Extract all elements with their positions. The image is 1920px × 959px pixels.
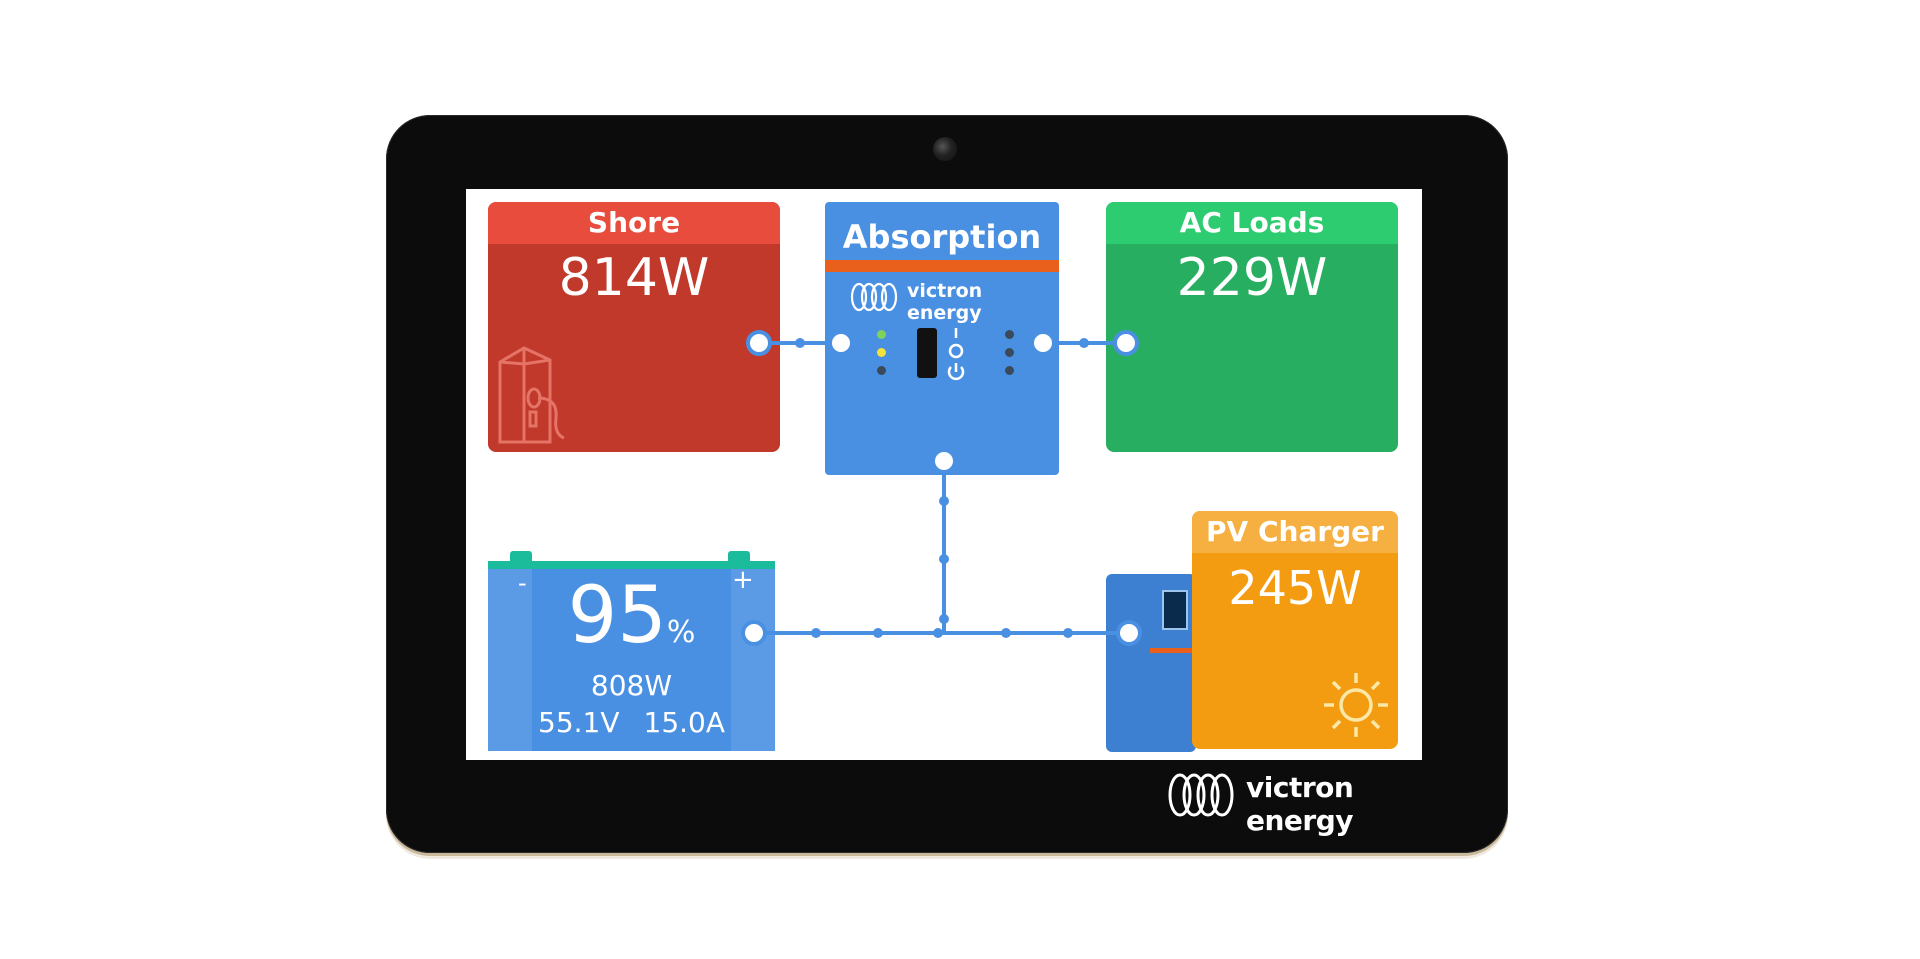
battery-top-strip bbox=[488, 561, 775, 569]
battery-right-panel bbox=[731, 569, 775, 751]
battery-soc: 95% bbox=[488, 571, 775, 661]
battery-power: 808W bbox=[590, 669, 673, 702]
battery-terminal-negative bbox=[510, 551, 532, 563]
shore-power: 814W bbox=[558, 248, 710, 308]
bezel-brand: victron energy bbox=[1166, 767, 1446, 837]
led-right-1 bbox=[1005, 330, 1014, 339]
bezel-brand-text: victron energy bbox=[1246, 771, 1354, 837]
led-float bbox=[877, 366, 886, 375]
front-camera bbox=[933, 137, 957, 161]
inverter-accent-bar bbox=[825, 260, 1059, 272]
pv-charger-power: 245W bbox=[1228, 561, 1362, 615]
led-mains bbox=[877, 330, 886, 339]
battery-voltage: 55.1V bbox=[538, 706, 620, 739]
ac-loads-power: 229W bbox=[1176, 248, 1328, 308]
power-icon bbox=[947, 328, 965, 381]
battery-terminal-positive bbox=[728, 551, 750, 563]
battery-left-panel bbox=[488, 569, 532, 751]
battery-current: 15.0A bbox=[643, 706, 726, 739]
display-device: Shore 814W Absorption bbox=[386, 115, 1508, 853]
battery-plus-label: + bbox=[732, 565, 754, 595]
battery-soc-unit: % bbox=[666, 615, 696, 650]
inverter-state: Absorption bbox=[842, 218, 1042, 256]
victron-logo-icon bbox=[1168, 773, 1234, 817]
ac-loads-title: AC Loads bbox=[1106, 202, 1398, 244]
inverter-charger-tile[interactable]: Absorption victron energy bbox=[825, 202, 1059, 475]
shore-tile[interactable]: Shore 814W bbox=[488, 202, 780, 452]
sun-icon bbox=[1324, 673, 1388, 737]
pv-charger-tile[interactable]: PV Charger 245W bbox=[1192, 511, 1398, 749]
ac-loads-tile[interactable]: AC Loads 229W bbox=[1106, 202, 1398, 452]
led-right-3 bbox=[1005, 366, 1014, 375]
inverter-brand: victron energy bbox=[907, 280, 983, 324]
overview-screen: Shore 814W Absorption bbox=[466, 189, 1422, 760]
battery-soc-value: 95 bbox=[567, 571, 667, 661]
pv-charger-title: PV Charger bbox=[1192, 511, 1398, 553]
victron-logo-icon bbox=[850, 282, 898, 312]
mppt-orange-bar bbox=[1150, 648, 1196, 653]
battery-minus-label: - bbox=[518, 569, 527, 597]
battery-tile[interactable]: - + 95% 808W 55.1V 15.0A bbox=[488, 551, 775, 751]
battery-body bbox=[488, 561, 775, 751]
power-switch[interactable] bbox=[917, 328, 937, 378]
plug-icon bbox=[498, 346, 565, 444]
led-absorption bbox=[877, 348, 886, 357]
led-right-2 bbox=[1005, 348, 1014, 357]
battery-voltage-current: 55.1V 15.0A bbox=[488, 706, 775, 739]
shore-title: Shore bbox=[488, 202, 780, 244]
mppt-display bbox=[1162, 590, 1188, 630]
mppt-device-image bbox=[1106, 574, 1196, 752]
